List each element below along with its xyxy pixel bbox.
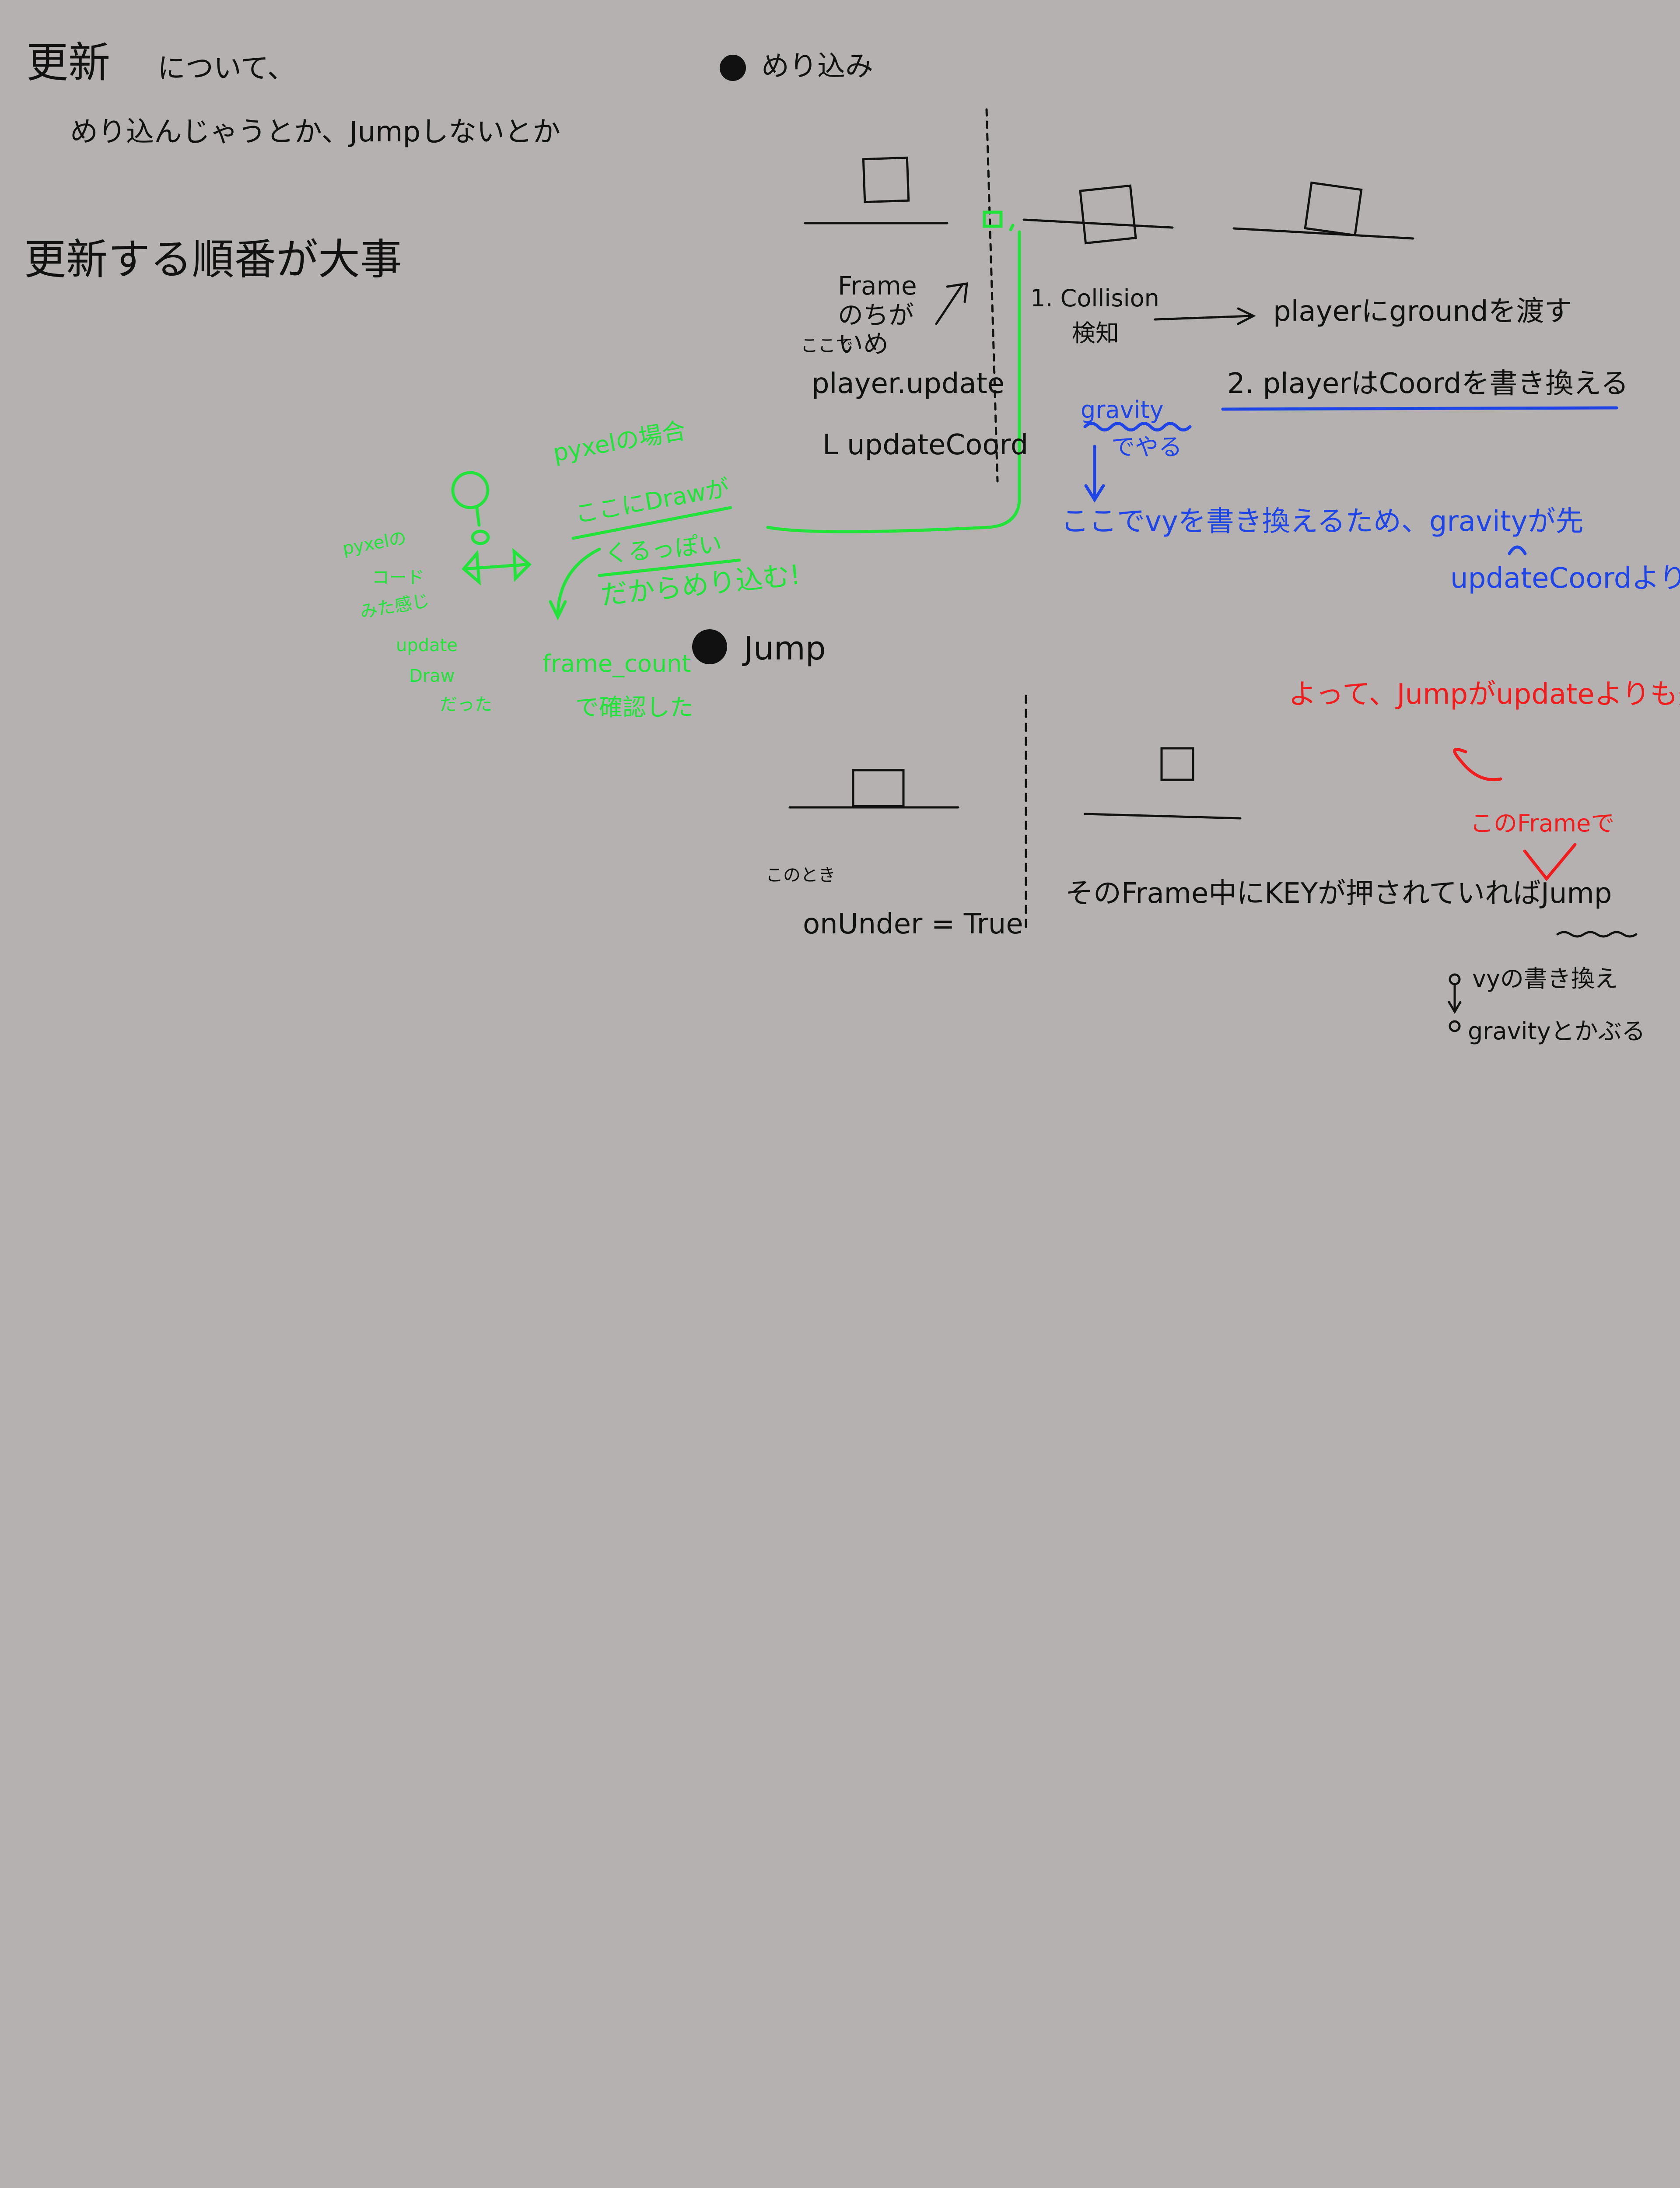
ground-line-5 [1084, 813, 1242, 820]
green-curve-arrowhead [549, 600, 567, 621]
jump-heading: Jump [744, 630, 826, 667]
bullet-dot-jump [692, 629, 727, 664]
red-marks [1453, 747, 1577, 881]
player-box-4 [852, 769, 905, 807]
red-pointer-curve [1453, 747, 1502, 782]
pyxel-code-6: だった [440, 694, 492, 715]
frame-gap-label: Frameのちがいめ [838, 271, 917, 359]
double-arrow-line [462, 563, 529, 571]
small-marks [1448, 931, 1638, 1032]
ground-line-3 [1232, 227, 1414, 240]
step1-collision: 1. Collision [1030, 284, 1159, 312]
green-marks [451, 210, 1021, 621]
red-check-mark [1523, 843, 1577, 881]
gravity-squiggle [1083, 422, 1192, 431]
green-curve-arrow [556, 547, 601, 614]
frame-count-label: frame_count [542, 650, 691, 677]
note-bullet-arrowhead [1448, 1001, 1462, 1014]
step2-underline [1221, 406, 1618, 411]
ground-line-2 [1022, 218, 1174, 229]
subtitle: めり込んじゃうとか、Jumpしないとか [70, 116, 561, 148]
pyxel-code-2: コード [372, 568, 424, 588]
title-suffix: について、 [158, 53, 295, 85]
green-connector [766, 230, 1021, 533]
on-under-true: onUnder = True [803, 908, 1023, 940]
order-note: 更新する順番が大事 [24, 235, 402, 284]
question-mark-stem [475, 506, 481, 527]
insert-caret [1508, 545, 1527, 555]
step1-result: playerにgroundを渡す [1273, 295, 1572, 328]
note-bullet-1 [1449, 973, 1461, 985]
gravity-de-yaru: でやる [1111, 433, 1182, 461]
step1-detect: 検知 [1072, 319, 1119, 347]
update-coord: L updateCoord [822, 429, 1029, 461]
frame-divider-1 [985, 108, 999, 483]
double-arrow-left [462, 550, 481, 586]
note-bullet-2 [1449, 1020, 1461, 1032]
frame-gap-arrow [935, 283, 964, 325]
title: 更新 [26, 38, 110, 87]
gravity-overlap-note: gravityとかぶる [1468, 1017, 1645, 1045]
question-mark-dot [471, 529, 490, 545]
blue-marks [1083, 406, 1618, 555]
jump-squiggle [1556, 931, 1638, 938]
step2-rewrite: 2. playerはCoordを書き換える [1227, 368, 1629, 400]
green-underline-1 [571, 506, 732, 540]
player-box-3 [1304, 181, 1363, 237]
pyxel-code-5: Draw [409, 666, 455, 686]
green-tick [1009, 224, 1015, 231]
collision-arrow [1154, 315, 1253, 321]
double-arrow-right [512, 548, 532, 582]
frame-gap-arrowhead [946, 282, 968, 303]
jump-sketches [788, 694, 1242, 931]
key-press-jump: そのFrame中にKEYが押されていればJump [1065, 877, 1612, 910]
merikomi-sketches [804, 108, 1414, 483]
player-update: player.update [812, 368, 1005, 400]
kono-toki: このとき [766, 865, 836, 885]
merikomi-heading: めり込み [761, 50, 873, 83]
this-frame-label: このFrameで [1470, 810, 1615, 837]
green-underline-2 [598, 558, 741, 577]
bullet-dot-merikomi [720, 55, 746, 81]
jump-before-update: よって、Jumpがupdateよりも先 [1288, 678, 1680, 711]
player-box-5 [1160, 747, 1194, 781]
vy-rewrite-note: vyの書き換え [1472, 965, 1618, 992]
frame-count-confirmed: で確認した [575, 694, 693, 721]
pyxel-code-4: update [396, 635, 458, 656]
update-coord-yori: updateCoordよりも [1450, 562, 1680, 595]
player-box-1 [862, 156, 910, 203]
gravity-label: gravity [1081, 396, 1164, 424]
player-box-2 [1079, 184, 1137, 245]
green-marker-box [983, 210, 1003, 228]
here-label: ここで [801, 336, 853, 356]
gravity-arrowhead [1084, 484, 1105, 503]
gravity-first-note: ここでvyを書き換えるため、gravityが先 [1061, 505, 1584, 538]
collision-arrowhead [1237, 307, 1256, 325]
question-mark-loop [451, 471, 490, 509]
